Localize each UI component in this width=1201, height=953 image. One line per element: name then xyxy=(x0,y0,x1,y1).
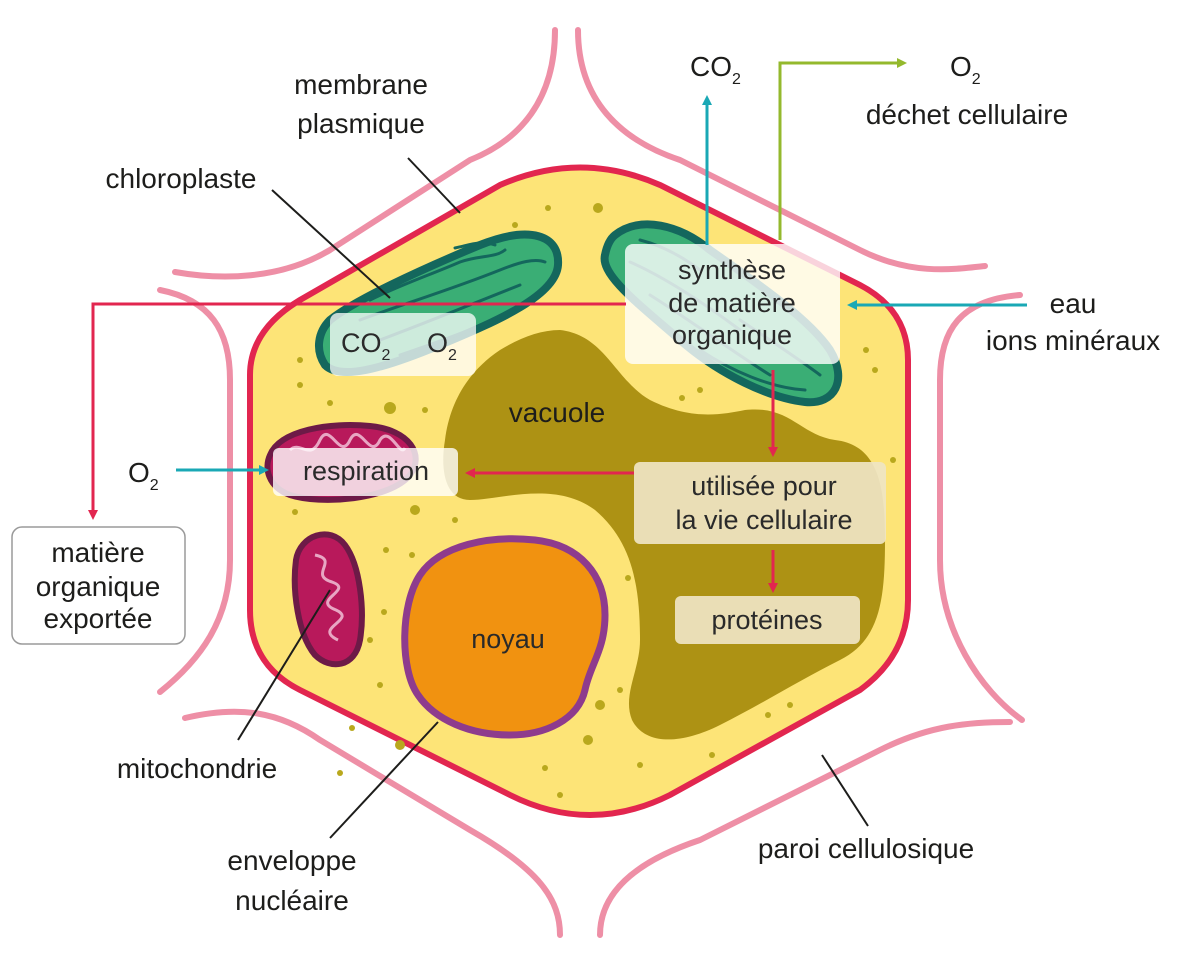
ions-label: ions minéraux xyxy=(986,325,1160,356)
membrane-label-1: membrane xyxy=(294,69,428,100)
membrane-label-2: plasmique xyxy=(297,108,425,139)
leader-lines xyxy=(237,157,869,839)
mitochondrion-2 xyxy=(291,531,365,668)
vacuole-label: vacuole xyxy=(509,397,606,428)
proteins-box xyxy=(675,596,860,644)
synthesis-box xyxy=(625,244,840,364)
exported-box xyxy=(11,526,186,645)
export-arrow xyxy=(88,302,626,520)
envelope-label-2: nucléaire xyxy=(235,885,349,916)
o2-out-arrow xyxy=(778,58,907,240)
nucleus xyxy=(401,535,609,739)
o2-output-label: O2 xyxy=(950,51,981,88)
gas-box xyxy=(330,313,476,376)
nucleus-label: noyau xyxy=(471,624,545,654)
synthesis-label-1: synthèse xyxy=(678,255,786,285)
mitochondrion-label: mitochondrie xyxy=(117,753,277,784)
proteins-label: protéines xyxy=(711,605,822,635)
exported-label-1: matière xyxy=(51,537,144,568)
membrane-leader xyxy=(407,157,461,214)
respiration-box xyxy=(273,448,458,496)
synthesis-label-2: de matière xyxy=(668,288,796,318)
synthesis-label-3: organique xyxy=(672,320,792,350)
waste-label: déchet cellulaire xyxy=(866,99,1068,130)
wall-leader xyxy=(821,754,869,827)
water-label: eau xyxy=(1050,288,1097,319)
arrows xyxy=(88,58,1027,593)
exported-label-2: organique xyxy=(36,571,161,602)
o2-input-label: O2 xyxy=(128,457,159,494)
cell-walls xyxy=(157,27,1025,938)
usage-box xyxy=(634,462,886,544)
usage-label-1: utilisée pour xyxy=(691,471,837,501)
chloroplast-leader xyxy=(271,189,391,299)
co2-output-label: CO2 xyxy=(690,51,741,88)
gas-co2-label: CO2 xyxy=(341,328,391,364)
respiration-label: respiration xyxy=(303,456,429,486)
envelope-leader xyxy=(329,721,439,839)
cytoplasm-granules xyxy=(292,203,896,798)
usage-label-2: la vie cellulaire xyxy=(675,505,852,535)
mitochondrion-leader xyxy=(237,589,331,741)
wall-label: paroi cellulosique xyxy=(758,833,974,864)
chloroplast-label: chloroplaste xyxy=(106,163,257,194)
gas-o2-label: O2 xyxy=(427,328,457,364)
envelope-label-1: enveloppe xyxy=(227,845,356,876)
labels: membrane plasmique chloroplaste CO2 O2 d… xyxy=(36,51,1160,916)
exported-label-3: exportée xyxy=(44,603,153,634)
